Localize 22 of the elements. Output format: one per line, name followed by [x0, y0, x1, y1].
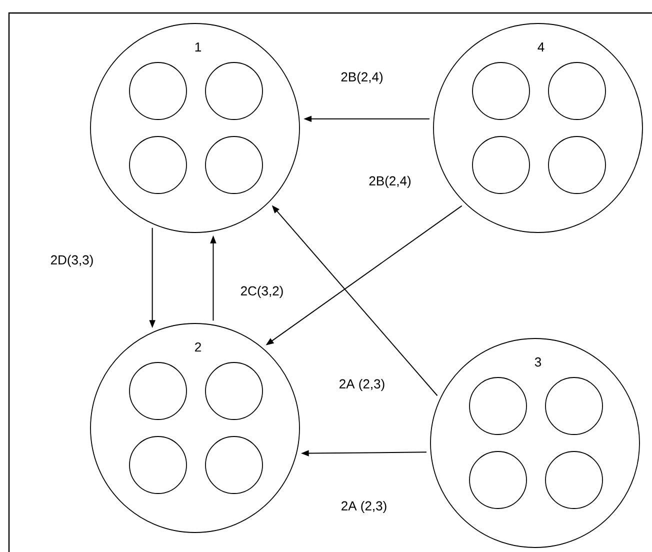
- small-circle: [129, 136, 187, 194]
- small-circle: [548, 62, 606, 120]
- small-circle: [205, 136, 263, 194]
- small-circle: [129, 62, 187, 120]
- edge-label: 2A (2,3): [340, 500, 388, 514]
- edge-label: 2B(2,4): [340, 70, 384, 86]
- small-circle: [472, 62, 530, 120]
- small-circle: [545, 377, 603, 435]
- small-circle: [469, 377, 527, 435]
- small-circle: [472, 136, 530, 194]
- small-circle: [545, 451, 603, 509]
- small-circle: [548, 136, 606, 194]
- small-circle: [205, 62, 263, 120]
- small-circle: [205, 362, 263, 420]
- edge-label: 2B(2,4): [368, 174, 412, 190]
- edge-label: 2A (2,3): [338, 378, 386, 392]
- small-circle: [469, 451, 527, 509]
- small-circle: [129, 436, 187, 494]
- edge-label: 2C(3,2): [239, 284, 285, 300]
- edge-label: 2D(3,3): [49, 254, 95, 268]
- small-circle: [205, 436, 263, 494]
- small-circle: [129, 362, 187, 420]
